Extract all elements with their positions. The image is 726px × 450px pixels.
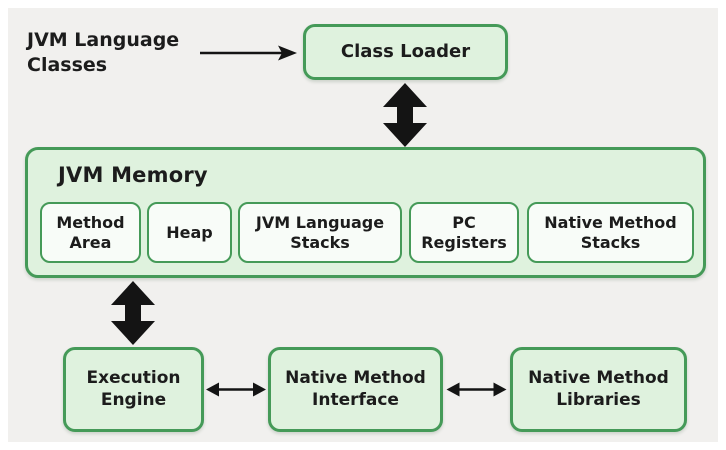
method-area-label: Method Area	[56, 213, 125, 252]
class-loader-label: Class Loader	[340, 40, 471, 62]
heap-box: Heap	[147, 202, 232, 263]
class-loader-box: Class Loader	[303, 24, 508, 80]
pc-registers-label: PC Registers	[421, 213, 507, 252]
method-area-box: Method Area	[40, 202, 141, 263]
jvm-language-stacks-box: JVM Language Stacks	[238, 202, 402, 263]
native-method-stacks-box: Native Method Stacks	[527, 202, 694, 263]
bidirectional-arrow-engine-interface-icon	[206, 382, 266, 397]
pc-registers-box: PC Registers	[409, 202, 519, 263]
bidirectional-arrow-memory-execution-icon	[111, 281, 155, 345]
jvm-memory-title: JVM Memory	[58, 163, 208, 187]
native-method-libraries-box: Native Method Libraries	[510, 347, 687, 432]
native-method-libraries-label: Native Method Libraries	[528, 368, 669, 410]
arrow-right-icon	[200, 45, 297, 61]
heap-label: Heap	[166, 222, 213, 242]
native-method-interface-label: Native Method Interface	[285, 368, 426, 410]
jvm-language-stacks-label: JVM Language Stacks	[255, 213, 385, 252]
jvm-memory-container: JVM Memory Method Area Heap JVM Language…	[25, 147, 706, 278]
jvm-architecture-diagram: JVM Language Classes Class Loader JVM Me…	[8, 8, 718, 442]
execution-engine-box: Execution Engine	[63, 347, 204, 432]
native-method-interface-box: Native Method Interface	[268, 347, 443, 432]
execution-engine-label: Execution Engine	[86, 368, 181, 410]
bidirectional-arrow-classloader-memory-icon	[383, 83, 427, 147]
jvm-language-classes-label: JVM Language Classes	[27, 29, 180, 76]
bidirectional-arrow-interface-libraries-icon	[446, 382, 507, 397]
native-method-stacks-label: Native Method Stacks	[544, 213, 677, 252]
